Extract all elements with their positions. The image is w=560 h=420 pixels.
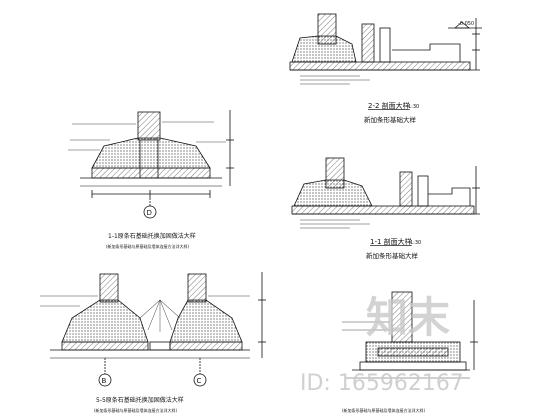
axis-bubble-d — [143, 205, 157, 219]
axis-bubble-b — [98, 373, 112, 387]
axis-label-c: C — [197, 377, 202, 385]
section-1-1-subtitle: 新加条形基础大样 — [366, 251, 419, 260]
section-1-1-scale: 1:30 — [410, 240, 421, 246]
section-1-1-drawing — [291, 157, 480, 229]
watermark-id: ID: 165962167 — [300, 371, 464, 396]
section-1-1-underpin-note: (新加条形基础与原基础及墙体连接方法详大样) — [106, 243, 190, 249]
section-2-2-title: 2-2 剖面大样 — [368, 101, 410, 110]
section-2-2-drawing — [289, 13, 482, 85]
connection-detail-note: (新加条形基础与原基础及墙体连接方法详大样) — [342, 407, 426, 413]
axis-label-d: D — [147, 209, 152, 217]
section-2-2-elevation: -0.050 — [458, 21, 474, 27]
section-5-5-underpin-note: (新加条形基础与原基础及墙体连接方法详大样) — [94, 407, 178, 413]
watermark-logo: 知末 — [366, 293, 450, 342]
axis-bubble-c — [193, 373, 207, 387]
axis-label-b: B — [102, 377, 107, 385]
section-1-1-title: 1-1 剖面大样 — [370, 237, 412, 246]
section-5-5-underpin-title: 5-5原条石基础托换加固做法大样 — [96, 396, 184, 404]
section-2-2-subtitle: 新加条形基础大样 — [364, 115, 417, 124]
section-1-1-underpin-title: 1-1原条石基础托换加固做法大样 — [108, 232, 196, 240]
connection-detail-drawing — [342, 291, 478, 379]
section-1-1-underpin-drawing — [68, 110, 234, 219]
section-5-5-underpin-drawing — [40, 272, 266, 387]
section-2-2-scale: 1:30 — [408, 104, 419, 110]
